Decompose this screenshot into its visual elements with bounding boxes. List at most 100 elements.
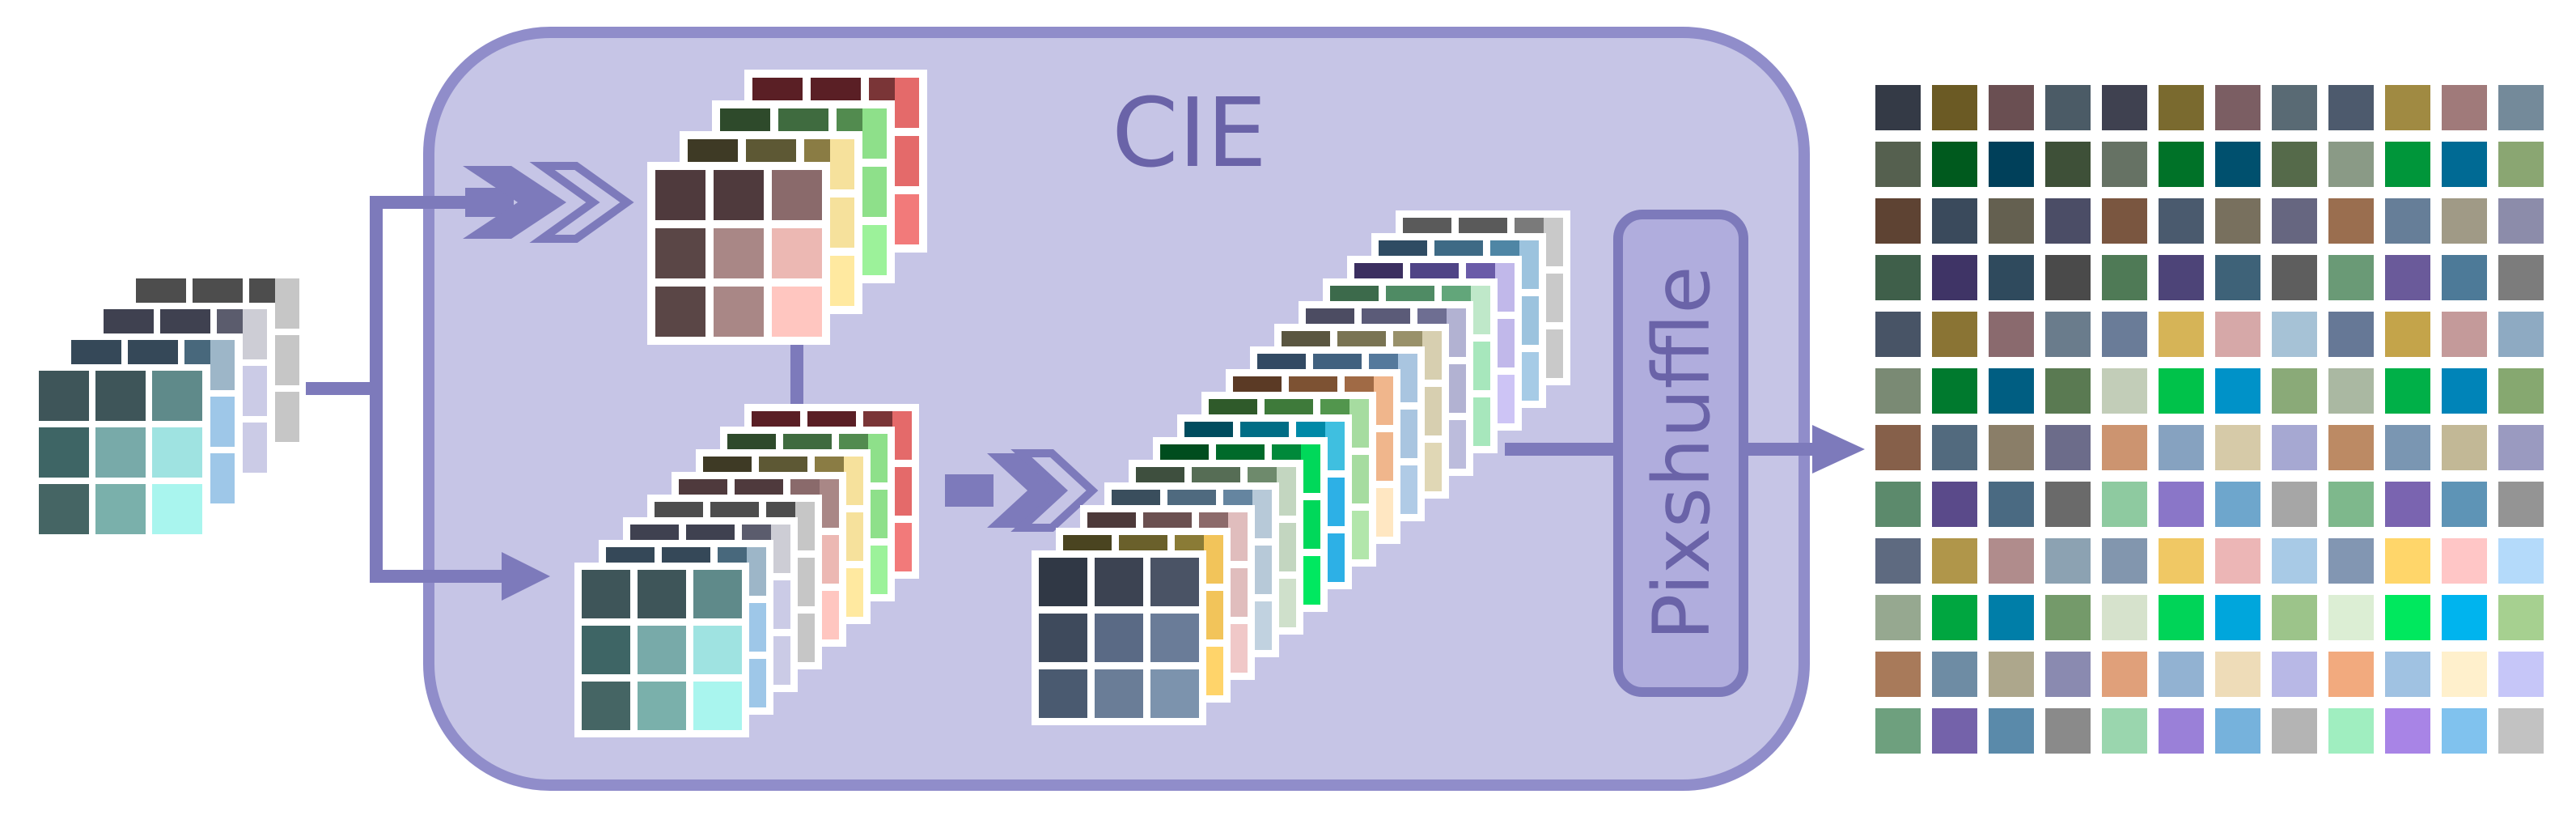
- stack-tile: [820, 479, 839, 528]
- stack-tile: [1277, 523, 1296, 571]
- stack-tile: [830, 139, 854, 189]
- stack-tile: [655, 228, 705, 278]
- stack-tile: [1277, 467, 1296, 516]
- stack-tile: [243, 423, 267, 473]
- output-cell: [2215, 142, 2260, 187]
- output-cell: [2328, 482, 2374, 527]
- output-cell: [2442, 85, 2487, 130]
- output-cell: [1932, 198, 1977, 244]
- stack-tile: [772, 287, 822, 337]
- stack-tile: [210, 340, 235, 390]
- output-cell: [2215, 425, 2260, 470]
- output-cell: [1932, 85, 1977, 130]
- output-cell: [2442, 538, 2487, 584]
- stack-tile: [830, 198, 854, 248]
- output-cell: [2498, 482, 2544, 527]
- output-cell: [2385, 312, 2430, 357]
- stack-tile: [638, 626, 686, 674]
- middle-chevron-2: [1010, 449, 1099, 532]
- stack-layer: [647, 162, 830, 345]
- stack-tile: [160, 309, 210, 333]
- output-cell: [2102, 255, 2147, 300]
- output-cell: [1932, 538, 1977, 584]
- stack-tile: [152, 371, 202, 421]
- stack-tile: [1150, 669, 1199, 718]
- stack-tile: [243, 366, 267, 416]
- output-cell: [2328, 312, 2374, 357]
- stack-tile: [582, 682, 630, 730]
- output-cell: [2102, 198, 2147, 244]
- stack-tile: [844, 512, 863, 561]
- output-cell: [1989, 312, 2034, 357]
- output-cell: [2328, 595, 2374, 640]
- stack-tile: [1495, 319, 1515, 367]
- output-cell: [1875, 312, 1921, 357]
- stack-tile: [747, 547, 766, 596]
- stack-tile: [714, 170, 764, 220]
- output-cell: [2328, 652, 2374, 697]
- output-cell: [1875, 198, 1921, 244]
- stack-tile: [39, 371, 89, 421]
- stack-tile: [1325, 422, 1345, 470]
- output-cell: [2102, 482, 2147, 527]
- output-cell: [2442, 652, 2487, 697]
- output-cell: [2442, 142, 2487, 187]
- stack-tile: [747, 603, 766, 652]
- output-cell: [2498, 368, 2544, 414]
- output-cell: [2385, 368, 2430, 414]
- stack-tile: [693, 682, 742, 730]
- stack-tile: [1039, 558, 1087, 606]
- stack-tile: [1544, 274, 1563, 322]
- stack-tile: [1252, 546, 1272, 594]
- stack-tile: [771, 636, 790, 685]
- output-cell: [2215, 482, 2260, 527]
- stack-tile: [152, 427, 202, 478]
- output-cell: [2385, 85, 2430, 130]
- output-cell: [2498, 312, 2544, 357]
- output-cell: [2045, 85, 2091, 130]
- output-cell: [2272, 595, 2317, 640]
- stack-tile: [862, 167, 887, 217]
- stack-tile: [128, 340, 178, 364]
- stack-tile: [71, 340, 121, 364]
- stack-tile: [1544, 218, 1563, 266]
- output-cell: [1989, 142, 2034, 187]
- stack-tile: [1150, 558, 1199, 606]
- output-cell: [2385, 198, 2430, 244]
- output-cell: [2215, 595, 2260, 640]
- output-cell: [2215, 652, 2260, 697]
- stack-tile: [275, 392, 299, 442]
- output-cell: [1875, 595, 1921, 640]
- stack-tile: [1301, 556, 1320, 605]
- reference-feature-stack: [647, 70, 927, 345]
- stack-tile: [1422, 443, 1442, 491]
- output-cell: [2102, 708, 2147, 754]
- stack-layer: [32, 364, 209, 541]
- output-cell: [1989, 85, 2034, 130]
- stack-tile: [752, 78, 803, 102]
- output-cell: [2272, 142, 2317, 187]
- output-cell: [2159, 538, 2204, 584]
- stack-tile: [892, 411, 912, 460]
- stack-tile: [1252, 601, 1272, 650]
- middle-chevron-1: [987, 453, 1068, 528]
- output-cell: [2159, 85, 2204, 130]
- output-cell: [1932, 482, 1977, 527]
- stack-tile: [655, 170, 705, 220]
- output-cell: [2328, 708, 2374, 754]
- output-cell: [2272, 708, 2317, 754]
- input-feature-stack: [32, 272, 306, 541]
- output-cell: [2102, 368, 2147, 414]
- output-cell: [2442, 368, 2487, 414]
- output-cell: [2272, 538, 2317, 584]
- output-cell: [2215, 368, 2260, 414]
- output-cell: [2498, 142, 2544, 187]
- output-cell: [2328, 85, 2374, 130]
- stack-tile: [1325, 478, 1345, 526]
- stack-tile: [193, 278, 243, 303]
- output-cell: [1932, 595, 1977, 640]
- stack-tile: [747, 659, 766, 707]
- stack-tile: [1447, 420, 1466, 469]
- output-cell: [2328, 368, 2374, 414]
